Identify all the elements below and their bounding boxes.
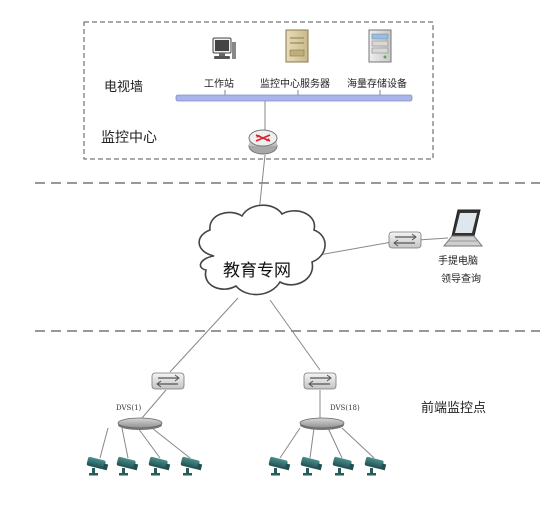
connection-lines	[99, 90, 449, 459]
camera-icon	[268, 456, 291, 476]
query-label: 领导查询	[441, 274, 481, 285]
camera-icon	[86, 456, 109, 476]
server-icon	[285, 29, 309, 63]
camera-icon	[300, 456, 323, 476]
monitor-center-box	[83, 21, 434, 160]
router-icon	[248, 129, 278, 155]
cloud-label: 教育专网	[223, 261, 291, 281]
camera-icon	[148, 456, 171, 476]
laptop-label: 手提电脑	[438, 256, 478, 267]
dvs-left-icon	[117, 417, 163, 430]
front-end-label: 前端监控点	[421, 401, 487, 416]
storage-icon	[368, 29, 392, 63]
network-bus	[175, 94, 413, 102]
network-cloud	[198, 204, 326, 296]
server-label: 监控中心服务器	[260, 79, 330, 90]
storage-label: 海量存储设备	[347, 79, 407, 90]
camera-icon	[180, 456, 203, 476]
tv-wall-label: 电视墙	[104, 80, 144, 95]
camera-icon	[116, 456, 139, 476]
workstation-label: 工作站	[204, 79, 234, 90]
workstation-icon	[212, 37, 236, 59]
dvs-left-label: DVS(1)	[116, 404, 142, 412]
monitor-center-label: 监控中心	[101, 130, 157, 146]
switch-right-icon	[303, 372, 337, 390]
dvs-right-label: DVS(18)	[330, 404, 360, 412]
switch-query-icon	[388, 231, 422, 249]
camera-icon	[364, 456, 387, 476]
switch-left-icon	[151, 372, 185, 390]
camera-icon	[332, 456, 355, 476]
laptop-icon	[442, 209, 484, 247]
dvs-right-icon	[299, 417, 345, 430]
